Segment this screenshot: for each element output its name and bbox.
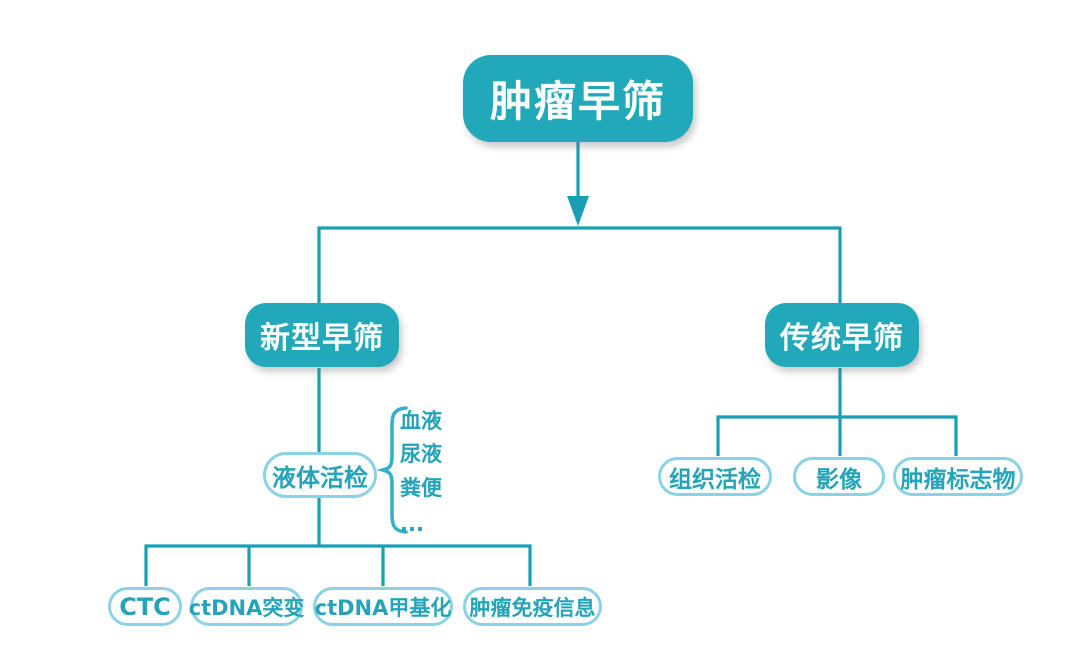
branch-traditional-label: 传统早筛 — [780, 321, 904, 356]
leaf-node-imaging: 影像 — [793, 457, 885, 496]
leaf-node-label: ctDNA突变 — [188, 595, 305, 620]
bottom-row-connector — [144, 544, 532, 586]
sample-label-stool: 粪便 — [400, 476, 442, 500]
leaf-node-tumor-markers: 肿瘤标志物 — [893, 457, 1023, 496]
leaf-node-label: 肿瘤免疫信息 — [469, 595, 596, 620]
sample-label-urine: 尿液 — [400, 442, 442, 466]
top-branch-connector — [317, 226, 842, 303]
leaf-node-label: CTC — [119, 592, 171, 621]
leaf-node-label: 肿瘤标志物 — [900, 466, 1016, 493]
branch-new-label: 新型早筛 — [260, 321, 384, 356]
node-liquid-biopsy: 液体活检 — [263, 452, 377, 498]
root-node-cancer-screening: 肿瘤早筛 — [463, 55, 693, 142]
sample-label-blood: 血液 — [400, 409, 442, 433]
leaf-node-tissue-biopsy: 组织活检 — [658, 457, 772, 496]
leaf-node-label: 影像 — [816, 466, 862, 493]
branch-node-new-screening: 新型早筛 — [245, 303, 399, 367]
liquid-biopsy-label: 液体活检 — [272, 463, 368, 492]
leaf-node-label: 组织活检 — [669, 466, 761, 493]
branch-node-traditional-screening: 传统早筛 — [765, 303, 919, 367]
sample-label-ellipsis: ... — [400, 512, 424, 536]
root-node-label: 肿瘤早筛 — [489, 77, 666, 126]
leaf-node-ctdna-mutation: ctDNA突变 — [188, 587, 305, 626]
traditional-children-connector — [716, 415, 958, 456]
leaf-node-ctc: CTC — [108, 587, 182, 626]
leaf-node-ctdna-methylation: ctDNA甲基化 — [313, 587, 453, 626]
leaf-node-tumor-immune-info: 肿瘤免疫信息 — [463, 587, 602, 626]
arrow-down-icon — [567, 142, 589, 226]
leaf-node-label: ctDNA甲基化 — [314, 595, 452, 620]
